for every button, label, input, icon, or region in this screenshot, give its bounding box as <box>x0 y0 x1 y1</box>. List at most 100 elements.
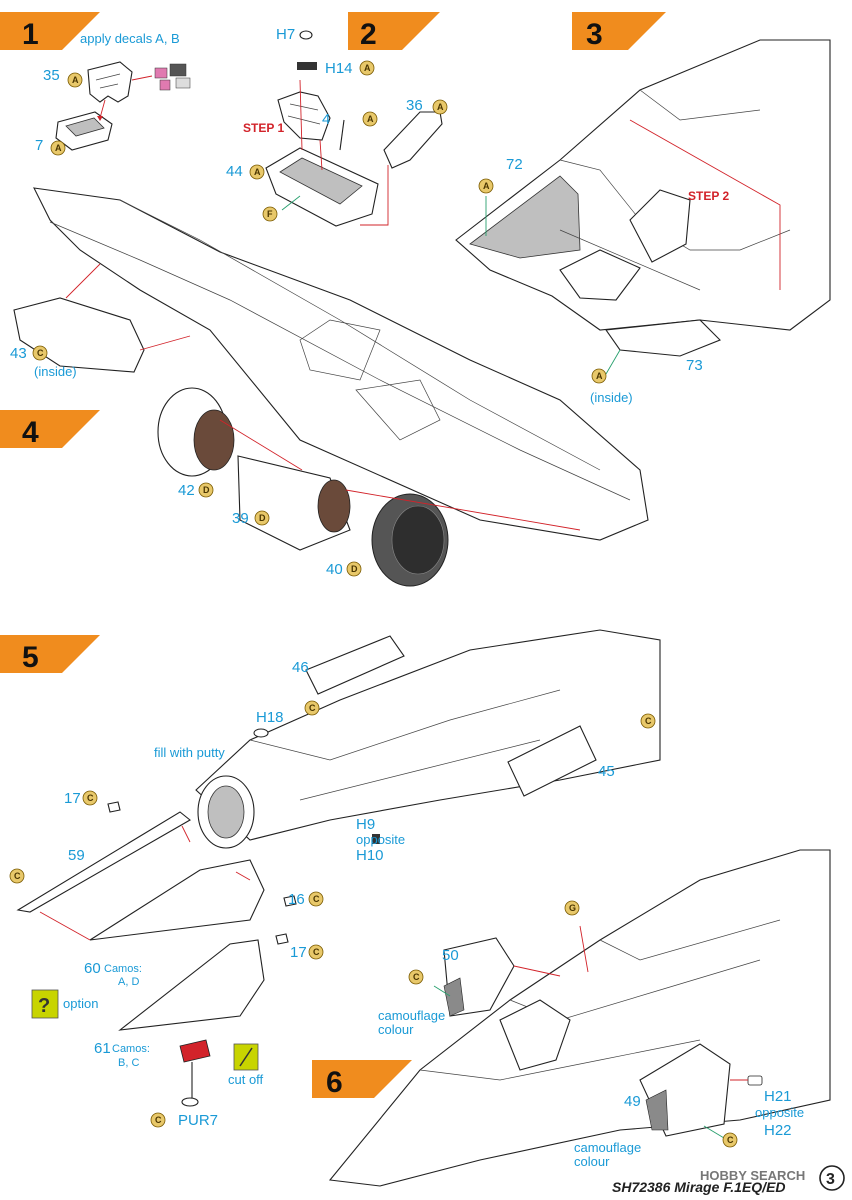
step-1-banner: 1 <box>0 12 100 51</box>
svg-text:A: A <box>72 75 79 85</box>
part-46-shape <box>305 635 405 695</box>
step-3-banner: 3 <box>572 12 666 51</box>
step-1-ref-label: STEP 1 <box>243 121 284 135</box>
part-45-shape <box>507 725 597 797</box>
sprue-c-icon: C <box>304 700 320 716</box>
step-6-number: 6 <box>326 1066 343 1099</box>
svg-text:C: C <box>413 972 420 982</box>
step-2-number: 2 <box>360 18 377 51</box>
svg-text:D: D <box>259 513 266 523</box>
sprue-c-icon: C <box>640 713 656 729</box>
part-61-label: 61 <box>94 1040 111 1057</box>
part-59-label: 59 <box>68 847 85 864</box>
sprue-d-icon: D <box>254 510 270 526</box>
part-43-shape <box>13 297 145 373</box>
svg-text:A: A <box>483 181 490 191</box>
sprue-a-icon: A <box>67 72 83 88</box>
page-number: 3 <box>826 1171 835 1188</box>
svg-text:A: A <box>367 114 374 124</box>
part-36-label: 36 <box>406 97 423 114</box>
sprue-a-icon: A <box>432 99 448 115</box>
step-6-banner: 6 <box>312 1060 412 1099</box>
cockpit-canopy-area <box>499 999 571 1071</box>
part-72-label: 72 <box>506 156 523 173</box>
part-h22-label: H22 <box>764 1122 792 1139</box>
part-pur7-label: PUR7 <box>178 1112 218 1129</box>
part-49-camo-line2: colour <box>574 1154 610 1169</box>
svg-text:A: A <box>254 167 261 177</box>
sprue-g-icon: G <box>564 900 580 916</box>
part-43-note: (inside) <box>34 364 77 379</box>
step-1-drawing: apply decals A, B 35 7 <box>35 31 191 154</box>
svg-text:A: A <box>55 143 62 153</box>
watermark: HOBBY SEARCH <box>700 1168 805 1183</box>
sprue-a-icon: A <box>249 164 265 180</box>
step-4-banner: 4 <box>0 410 100 449</box>
part-7-label: 7 <box>35 137 43 154</box>
part-40-label: 40 <box>326 561 343 578</box>
mid-fuselage-shape <box>195 629 661 841</box>
svg-text:C: C <box>727 1135 734 1145</box>
part-35-label: 35 <box>43 67 60 84</box>
footer-title: SH72386 Mirage F.1EQ/ED <box>612 1179 786 1195</box>
step-5-number: 5 <box>22 641 39 674</box>
control-stick-shape <box>339 119 345 151</box>
svg-text:D: D <box>351 564 358 574</box>
step-5-banner: 5 <box>0 635 100 674</box>
part-61-camos: Camos: <box>112 1043 150 1055</box>
part-36-shape <box>383 111 443 169</box>
svg-text:C: C <box>87 793 94 803</box>
svg-text:A: A <box>596 371 603 381</box>
svg-text:C: C <box>313 894 320 904</box>
part-h14-label: H14 <box>325 60 353 77</box>
part-h18-shape <box>253 728 269 738</box>
sprue-a-icon: A <box>362 111 378 127</box>
part-42-label: 42 <box>178 482 195 499</box>
decal-note: apply decals A, B <box>80 31 180 46</box>
part-17b-label: 17 <box>290 944 307 961</box>
svg-text:F: F <box>267 209 273 219</box>
sprue-c-icon: C <box>308 944 324 960</box>
sprue-c-icon: C <box>722 1132 738 1148</box>
part-h21-label: H21 <box>764 1088 792 1105</box>
svg-text:C: C <box>155 1115 162 1125</box>
part-50-label: 50 <box>442 947 459 964</box>
part-h9-label: H9 <box>356 816 375 833</box>
part-60-camos: Camos: <box>104 963 142 975</box>
part-43-label: 43 <box>10 345 27 362</box>
step-3-drawing: STEP 2 72 73 (inside) <box>455 39 831 405</box>
sprue-a-icon: A <box>359 60 375 76</box>
part-61-shape <box>118 939 265 1031</box>
step-2-drawing: H7 H14 STEP 1 4 36 44 <box>226 26 443 227</box>
part-60-shape <box>89 859 265 941</box>
part-h21-opposite: opposite <box>755 1105 804 1120</box>
svg-text:D: D <box>203 485 210 495</box>
sprue-a-icon: A <box>478 178 494 194</box>
sprue-c-icon: C <box>32 345 48 361</box>
part-49-label: 49 <box>624 1093 641 1110</box>
step-4-number: 4 <box>22 416 39 449</box>
forward-fuselage-shape <box>455 39 831 331</box>
step-1-number: 1 <box>22 18 39 51</box>
svg-text:A: A <box>364 63 371 73</box>
option-label: option <box>63 996 98 1011</box>
footer: SH72386 Mirage F.1EQ/ED HOBBY SEARCH 3 <box>612 1165 845 1195</box>
part-44-label: 44 <box>226 163 243 180</box>
question-mark-icon <box>31 989 59 1019</box>
part-50-camo-line2: colour <box>378 1022 414 1037</box>
part-39-label: 39 <box>232 510 249 527</box>
decal-b <box>169 63 187 77</box>
cockpit-side-panel <box>469 175 581 259</box>
part-49-camo-line1: camouflage <box>574 1140 641 1155</box>
page-number-badge <box>819 1165 845 1191</box>
sprue-c-icon: C <box>308 891 324 907</box>
fuselage-half-shape <box>33 187 649 541</box>
part-45-label: 45 <box>598 763 615 780</box>
part-h14-shape <box>297 62 317 70</box>
part-h9-opposite: opposite <box>356 832 405 847</box>
svg-text:G: G <box>569 903 576 913</box>
part-73-note: (inside) <box>590 390 633 405</box>
sprue-c-icon: C <box>408 969 424 985</box>
svg-text:C: C <box>37 348 44 358</box>
svg-text:C: C <box>14 871 21 881</box>
